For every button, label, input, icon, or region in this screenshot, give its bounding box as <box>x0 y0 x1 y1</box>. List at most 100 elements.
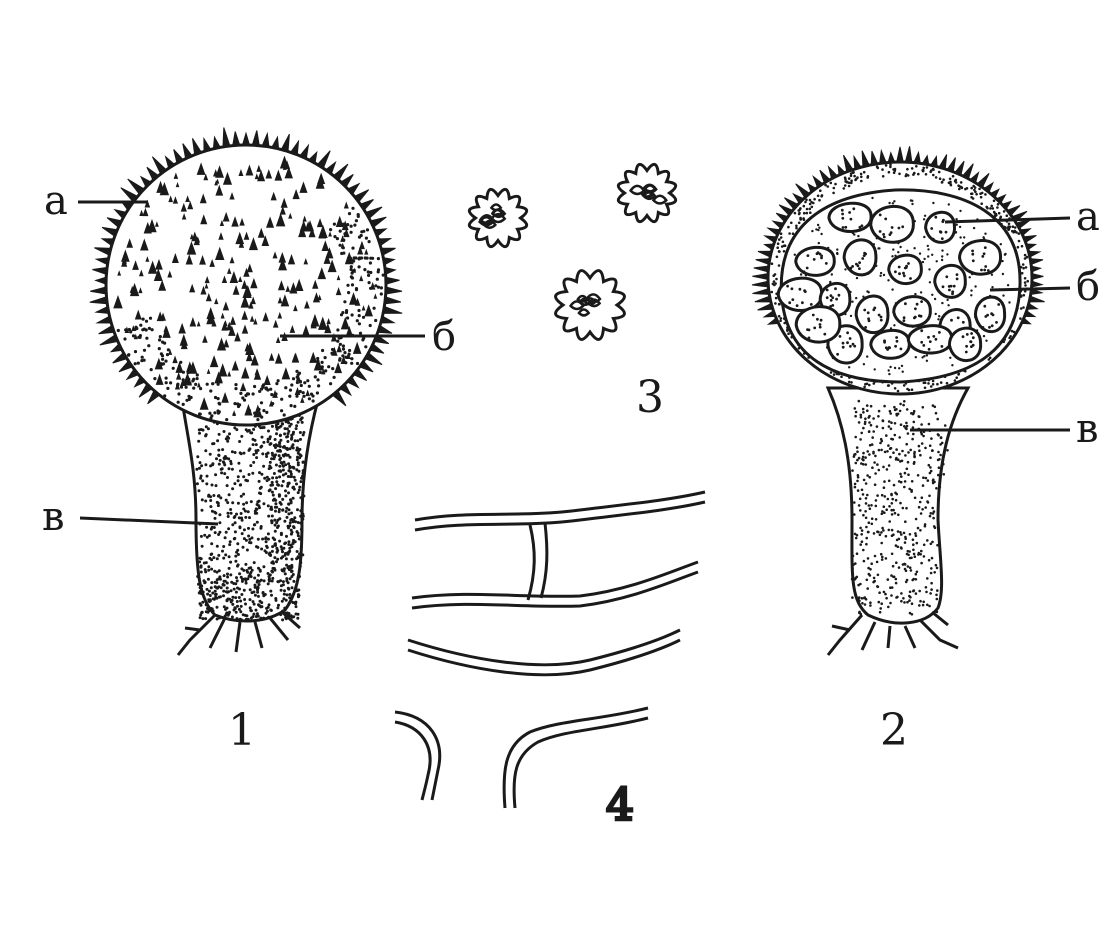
stipple-dot <box>970 345 973 348</box>
stipple-dot <box>783 245 786 248</box>
stipple-dot <box>952 175 955 178</box>
stipple-dot <box>234 387 237 390</box>
stipple-dot <box>899 410 902 413</box>
fig4-number: 4 <box>606 780 634 831</box>
stipple-dot <box>831 304 834 307</box>
stipple-dot <box>888 520 891 523</box>
stipple-dot <box>327 365 330 368</box>
stipple-dot <box>267 572 270 575</box>
stipple-dot <box>290 383 293 386</box>
stipple-dot <box>289 519 292 522</box>
stipple-dot <box>163 394 166 397</box>
stipple-dot <box>886 468 889 471</box>
stipple-dot <box>258 390 261 393</box>
stipple-dot <box>902 597 905 600</box>
stipple-dot <box>919 600 922 603</box>
stipple-dot <box>891 498 894 501</box>
stipple-dot <box>244 577 247 580</box>
stipple-dot <box>920 562 923 565</box>
stipple-dot <box>260 401 263 404</box>
stipple-dot <box>273 519 276 522</box>
stipple-dot <box>1026 280 1029 283</box>
stipple-dot <box>161 354 164 357</box>
stipple-dot <box>817 224 819 226</box>
stipple-dot <box>904 472 907 475</box>
stipple-dot <box>252 443 255 446</box>
stipple-dot <box>206 588 209 591</box>
stipple-dot <box>866 355 868 357</box>
stipple-dot <box>290 404 293 407</box>
stipple-dot <box>141 328 144 331</box>
stipple-dot <box>257 408 260 411</box>
stipple-dot <box>298 372 301 375</box>
stipple-dot <box>231 603 234 606</box>
stipple-dot <box>1024 257 1027 260</box>
stipple-dot <box>226 576 229 579</box>
stipple-dot <box>235 576 238 579</box>
stipple-dot <box>885 535 888 538</box>
stipple-dot <box>835 298 838 301</box>
stipple-dot <box>983 252 986 255</box>
stipple-dot <box>863 479 866 482</box>
stipple-dot <box>803 205 806 208</box>
stipple-dot <box>1022 306 1025 309</box>
stipple-dot <box>839 335 842 338</box>
stipple-dot <box>221 448 224 451</box>
stipple-dot <box>918 552 921 555</box>
stipple-dot <box>1023 294 1026 297</box>
stipple-dot <box>928 464 931 467</box>
stipple-dot <box>342 252 345 255</box>
stipple-dot <box>295 605 298 608</box>
stipple-dot <box>235 591 238 594</box>
stipple-dot <box>371 257 374 260</box>
stipple-dot <box>883 480 886 483</box>
stipple-dot <box>298 456 301 459</box>
stipple-dot <box>239 392 242 395</box>
stipple-dot <box>854 436 857 439</box>
stipple-dot <box>920 423 923 426</box>
stipple-dot <box>857 598 860 601</box>
stipple-dot <box>894 434 897 437</box>
stipple-dot <box>875 499 878 502</box>
fig2-label-a: а <box>1076 194 1100 240</box>
stipple-dot <box>270 393 273 396</box>
stipple-dot <box>283 607 286 610</box>
stipple-dot <box>219 578 222 581</box>
stipple-dot <box>833 187 836 190</box>
stipple-dot <box>776 246 779 249</box>
stipple-dot <box>288 550 291 553</box>
stipple-dot <box>861 540 864 543</box>
stipple-dot <box>277 604 280 607</box>
stipple-dot <box>301 475 304 478</box>
stipple-dot <box>191 379 194 382</box>
stipple-dot <box>865 612 868 615</box>
stipple-dot <box>275 480 278 483</box>
stipple-dot <box>864 326 867 329</box>
stipple-dot <box>860 462 863 465</box>
stipple-dot <box>925 586 928 589</box>
chamber <box>796 247 835 275</box>
stipple-dot <box>271 545 274 548</box>
stipple-dot <box>926 360 928 362</box>
stipple-dot <box>915 534 918 537</box>
stipple-dot <box>984 246 987 249</box>
stipple-dot <box>341 354 344 357</box>
stipple-dot <box>281 498 284 501</box>
stipple-dot <box>853 345 856 348</box>
stipple-dot <box>907 473 910 476</box>
stipple-dot <box>1018 240 1021 243</box>
stipple-dot <box>319 371 322 374</box>
stipple-dot <box>289 447 292 450</box>
stipple-dot <box>239 469 242 472</box>
stipple-dot <box>943 473 946 476</box>
stipple-dot <box>980 269 983 272</box>
stipple-dot <box>278 441 281 444</box>
stipple-dot <box>932 335 935 338</box>
stipple-dot <box>242 493 245 496</box>
stipple-dot <box>859 527 862 530</box>
stipple-dot <box>252 461 255 464</box>
stipple-dot <box>298 486 301 489</box>
stipple-dot <box>772 283 775 286</box>
stipple-dot <box>269 443 272 446</box>
stipple-dot <box>901 225 904 228</box>
